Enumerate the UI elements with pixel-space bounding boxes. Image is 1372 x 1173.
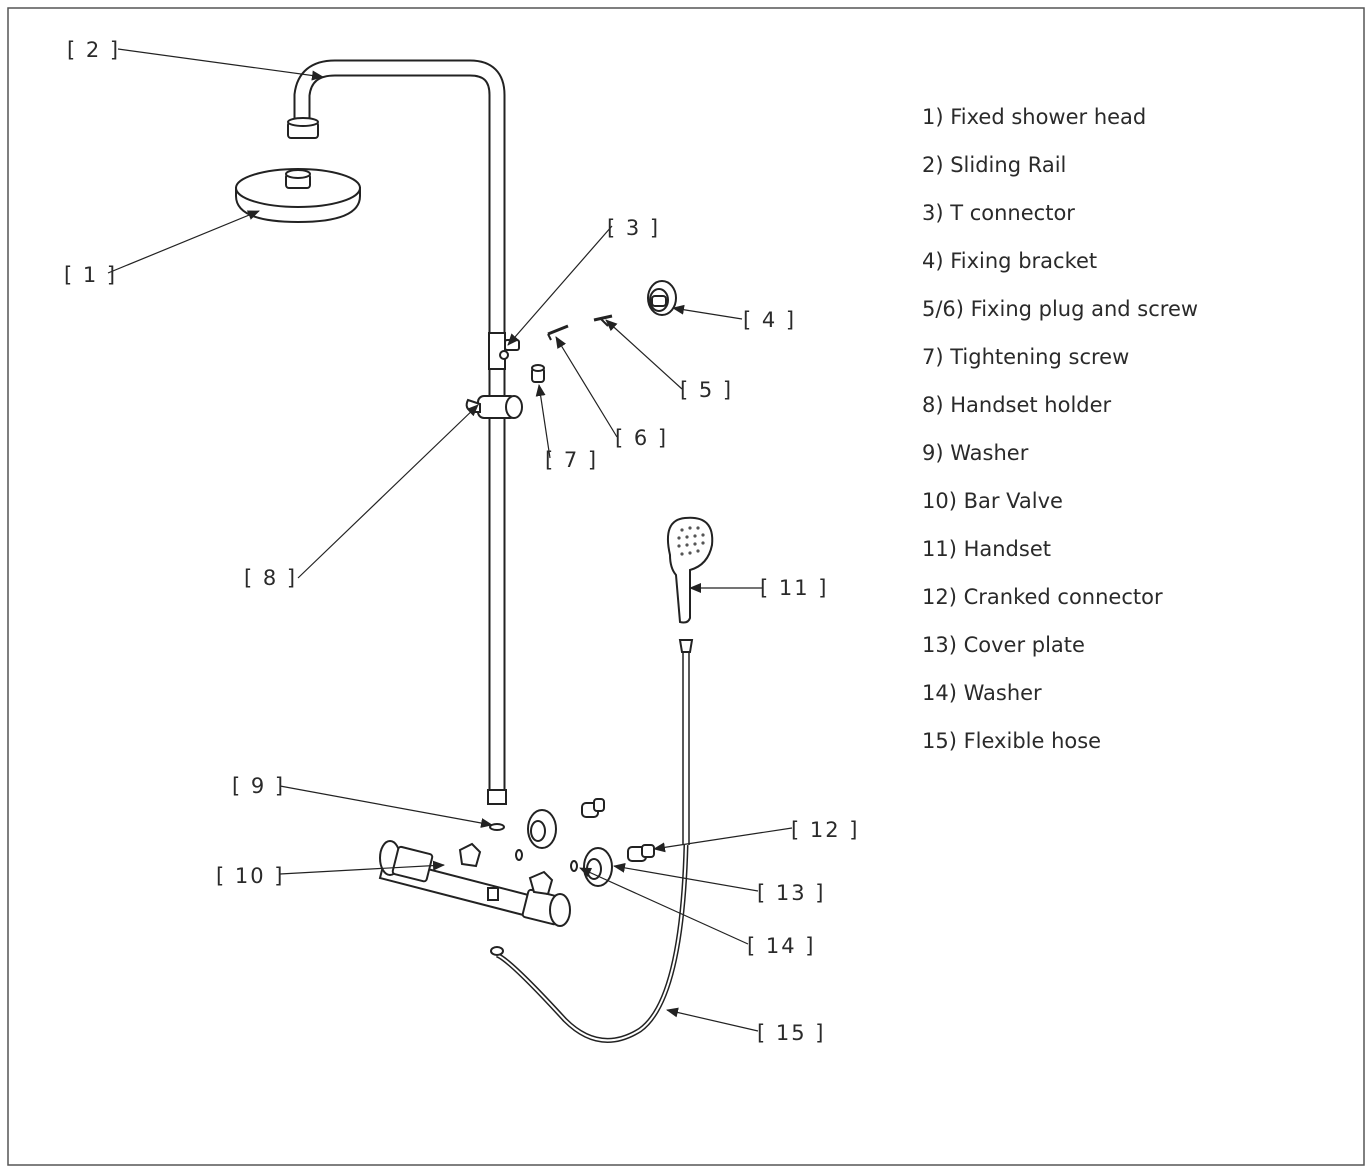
callout-3: [ 3 ] <box>607 216 661 240</box>
legend-item: 1) Fixed shower head <box>922 105 1147 129</box>
sliding-rail <box>287 59 507 805</box>
legend-item: 10) Bar Valve <box>922 489 1063 513</box>
fixing-screw <box>593 314 613 327</box>
callout-12: [ 12 ] <box>791 818 860 842</box>
leader-lines <box>107 48 793 1032</box>
handset <box>666 516 714 624</box>
callout-6: [ 6 ] <box>615 426 669 450</box>
callout-5: [ 5 ] <box>680 378 734 402</box>
callout-8: [ 8 ] <box>244 566 298 590</box>
callout-7: [ 7 ] <box>545 448 599 472</box>
callout-15: [ 15 ] <box>757 1021 826 1045</box>
cranked-connector <box>627 844 655 862</box>
callout-4: [ 4 ] <box>743 308 797 332</box>
legend-item: 14) Washer <box>922 681 1042 705</box>
legend-item: 8) Handset holder <box>922 393 1112 417</box>
legend-item: 3) T connector <box>922 201 1075 225</box>
connector-pair <box>581 798 605 818</box>
legend-item: 7) Tightening screw <box>922 345 1130 369</box>
legend-item: 2) Sliding Rail <box>922 153 1067 177</box>
legend-item: 4) Fixing bracket <box>922 249 1098 273</box>
legend-item: 13) Cover plate <box>922 633 1085 657</box>
fixing-plug <box>547 324 569 341</box>
washer-14 <box>570 860 578 872</box>
callout-13: [ 13 ] <box>757 881 826 905</box>
bar-valve <box>378 840 571 927</box>
callout-9: [ 9 ] <box>232 774 286 798</box>
t-connector <box>488 332 520 370</box>
legend-item: 15) Flexible hose <box>922 729 1102 753</box>
legend-item: 9) Washer <box>922 441 1029 465</box>
tightening-screw <box>531 364 545 383</box>
diagram-border <box>7 7 1365 1166</box>
callout-11: [ 11 ] <box>760 576 829 600</box>
cover-plate-left <box>527 809 557 849</box>
callout-14: [ 14 ] <box>747 934 816 958</box>
legend-item: 12) Cranked connector <box>922 585 1163 609</box>
fixing-bracket <box>647 280 677 316</box>
washer-9 <box>489 823 505 831</box>
callout-10: [ 10 ] <box>216 864 285 888</box>
legend-item: 5/6) Fixing plug and screw <box>922 297 1199 321</box>
callout-2: [ 2 ] <box>67 38 121 62</box>
fixed-shower-head <box>235 168 361 224</box>
parts-legend: 1) Fixed shower head 2) Sliding Rail 3) … <box>922 100 1198 772</box>
legend-item: 11) Handset <box>922 537 1051 561</box>
callout-1: [ 1 ] <box>64 263 118 287</box>
flexible-hose <box>490 639 694 1043</box>
washer-small <box>515 849 523 861</box>
handset-holder <box>465 395 523 419</box>
